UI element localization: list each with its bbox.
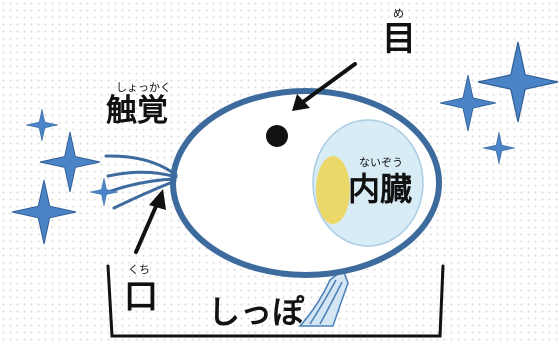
antenna-ruby: しょっかく — [116, 81, 171, 94]
arrow-icon — [292, 94, 310, 111]
organs-label: 内臓 — [348, 170, 413, 208]
sparkle-icon — [90, 178, 118, 206]
organs-yolk — [316, 156, 350, 224]
tail-stroke-1 — [309, 279, 337, 325]
tail-shape — [298, 268, 349, 327]
sparkle-icon — [12, 180, 76, 244]
sparkle-icon — [26, 109, 58, 141]
sparkle-icon — [483, 132, 515, 164]
arrow-icon — [134, 202, 159, 254]
mouth-label: 口 — [124, 277, 158, 317]
eye-dot — [266, 125, 288, 147]
eye-label: 目 — [382, 19, 416, 59]
tail-bracket — [106, 264, 445, 338]
antenna-label: 触覚 — [106, 93, 168, 129]
antenna-strands — [104, 154, 178, 210]
arrow-icon — [301, 62, 357, 104]
organs-ruby: ないぞう — [359, 156, 403, 169]
eye-ruby: め — [393, 7, 404, 20]
tail-stroke-2 — [319, 281, 343, 325]
sparkle-icon — [40, 132, 100, 192]
mouth-ruby: くち — [128, 263, 150, 276]
arrow-icon — [149, 189, 166, 210]
tail-label: しっぽ — [208, 293, 305, 331]
sparkle-icon — [478, 42, 558, 122]
